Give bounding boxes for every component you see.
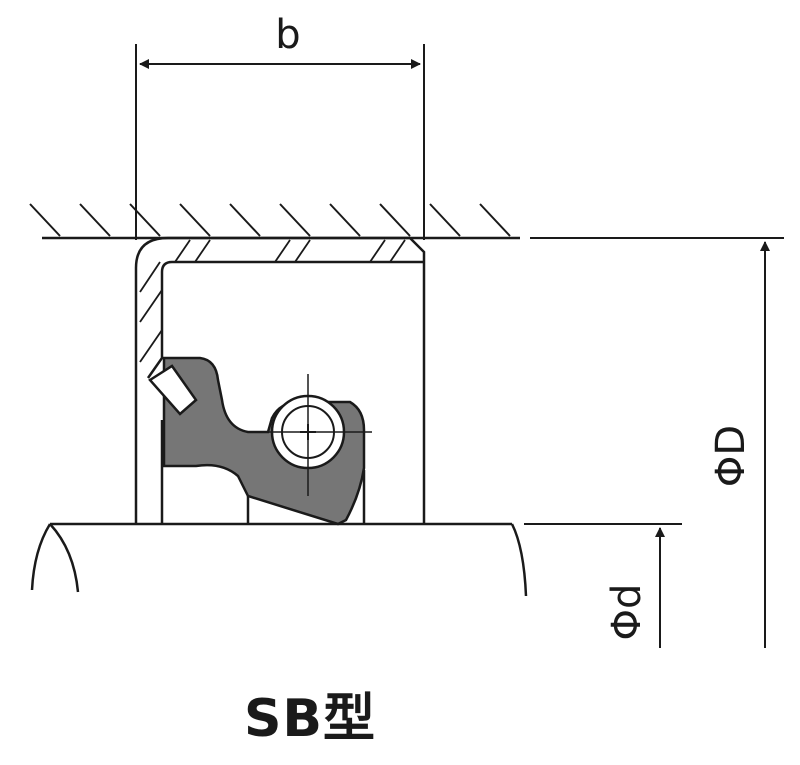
rubber-lip — [148, 356, 366, 526]
dimension-shaft-diameter-label: Φd — [604, 584, 650, 641]
metal-case — [146, 260, 424, 524]
dimension-b-label: b — [275, 12, 300, 58]
shaft — [30, 522, 528, 597]
metal-case-hatching — [139, 239, 406, 363]
dimension-shaft-diameter — [524, 523, 682, 648]
model-caption: SB型 — [243, 689, 377, 749]
housing-surface — [29, 203, 520, 240]
dimension-b — [135, 44, 425, 240]
dimension-outer-diameter — [530, 237, 784, 648]
dimension-outer-diameter-label: ΦD — [708, 425, 754, 487]
seal-outer-rubber — [134, 236, 426, 524]
garter-spring — [266, 374, 372, 496]
